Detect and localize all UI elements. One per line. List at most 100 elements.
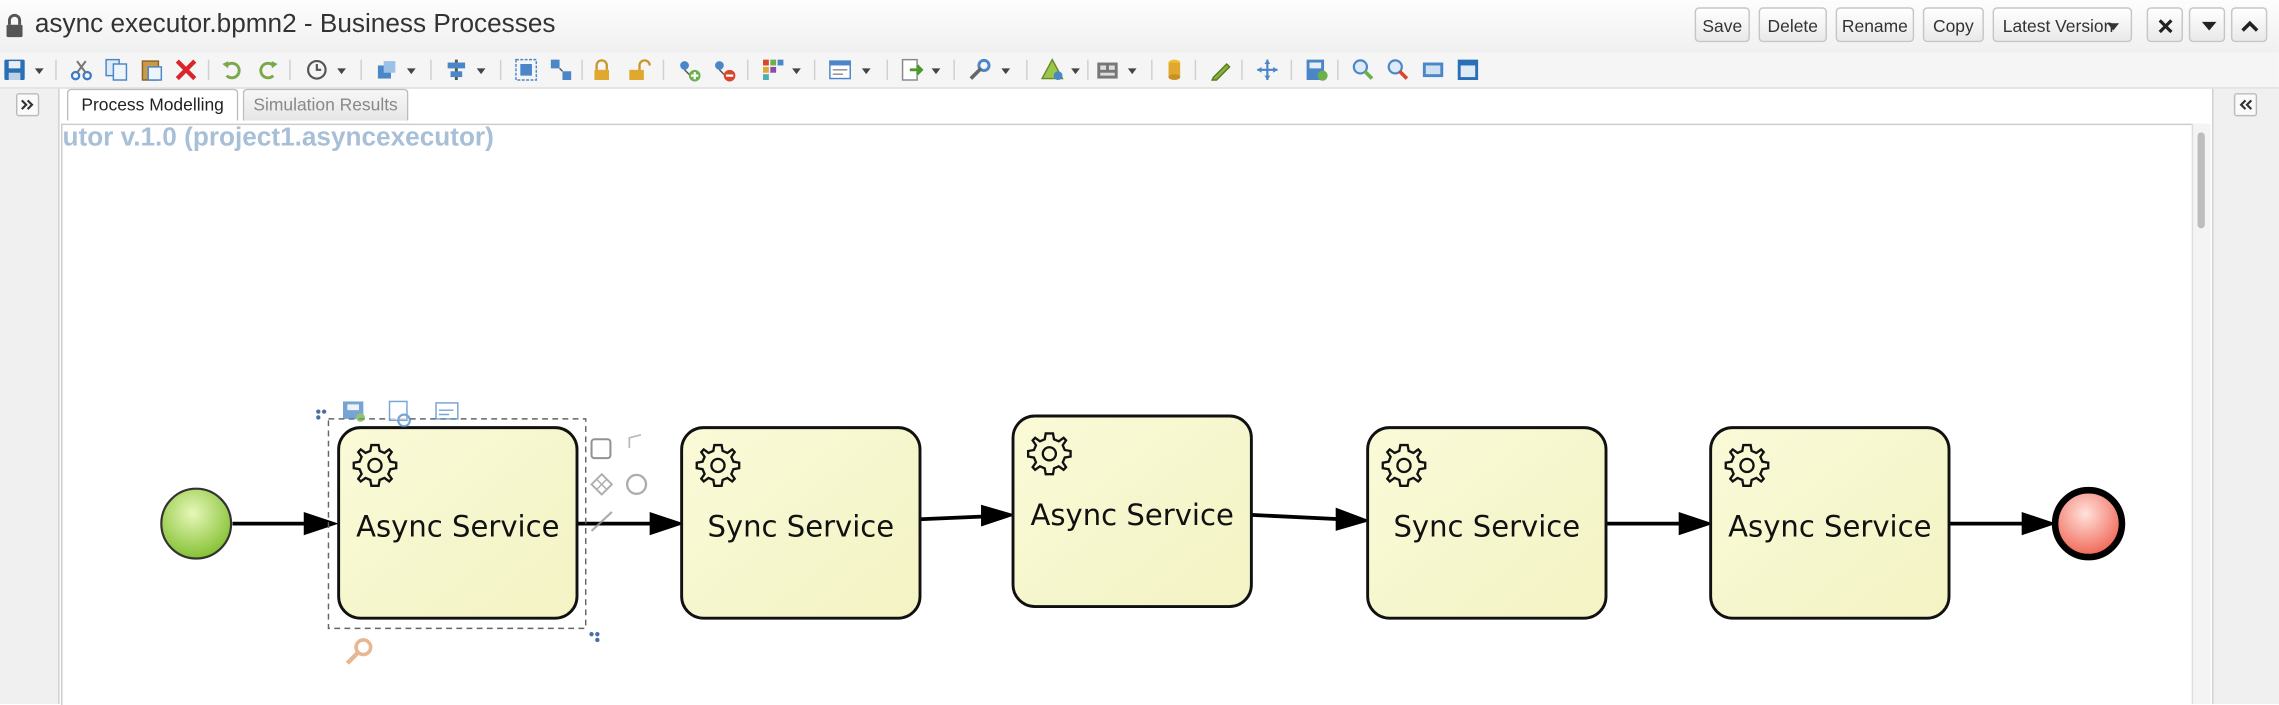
toolbar-separator — [1026, 59, 1028, 80]
properties-dropdown-caret[interactable] — [861, 68, 871, 75]
validate-icon[interactable] — [1040, 58, 1064, 81]
chevron-up-icon — [2241, 20, 2259, 32]
zoom-in-icon[interactable] — [1352, 58, 1375, 81]
close-button[interactable] — [2146, 7, 2184, 43]
layout-icon[interactable] — [1096, 58, 1119, 81]
paste-icon[interactable] — [140, 58, 163, 81]
vertical-scrollbar[interactable] — [2191, 123, 2211, 704]
align-icon[interactable] — [445, 58, 468, 81]
double-chevron-left-icon — [2239, 99, 2253, 110]
save-dropdown-caret[interactable] — [34, 68, 44, 75]
ungroup-icon[interactable] — [549, 58, 572, 81]
save-icon[interactable] — [3, 58, 26, 81]
toolbar-separator — [1337, 59, 1339, 80]
task-label: Async Service — [1030, 497, 1234, 533]
database-icon[interactable] — [1163, 58, 1186, 81]
close-icon — [2158, 19, 2173, 34]
toolbar-separator — [1290, 59, 1293, 80]
selection-box — [327, 418, 587, 630]
shapes-dropdown-caret[interactable] — [406, 68, 416, 75]
toolbar-separator — [813, 59, 816, 80]
toolbar-separator — [1241, 59, 1243, 80]
group-icon[interactable] — [515, 58, 538, 81]
cut-icon[interactable] — [70, 58, 93, 81]
caret-down-icon — [2107, 23, 2120, 31]
delete-button[interactable]: Delete — [1758, 7, 1827, 43]
save-button[interactable]: Save — [1694, 7, 1750, 43]
arrowhead — [981, 504, 1016, 527]
toolbar-separator — [289, 59, 291, 80]
history-icon[interactable] — [305, 58, 328, 81]
toolbar-separator — [886, 59, 889, 80]
maximize-button[interactable] — [2230, 7, 2268, 43]
task-label: Sync Service — [1393, 509, 1581, 544]
left-panel-strip — [0, 88, 60, 704]
tab-simulation-results[interactable]: Simulation Results — [242, 88, 409, 121]
selection-handles — [316, 409, 600, 643]
save-view-icon[interactable] — [1305, 58, 1328, 81]
toolbar-separator — [1087, 59, 1089, 80]
colors-icon[interactable] — [762, 58, 785, 81]
remove-node-icon[interactable] — [712, 58, 736, 82]
toolbar-separator — [953, 59, 955, 80]
diagram-title: utor v.1.0 (project1.asyncexecutor) — [62, 123, 494, 152]
tab-process-modelling[interactable]: Process Modelling — [66, 88, 239, 121]
zoom-fit-icon[interactable] — [1421, 58, 1444, 81]
delete-icon[interactable] — [174, 58, 197, 81]
toolbar-separator — [1151, 59, 1153, 80]
toolbar-separator — [55, 59, 57, 80]
move-icon[interactable] — [1256, 58, 1279, 81]
pencil-icon[interactable] — [1209, 58, 1232, 81]
expand-left-panel-button[interactable] — [15, 93, 40, 117]
lock-icon[interactable] — [590, 58, 613, 81]
bpmn-diagram — [160, 400, 2126, 665]
arrowhead — [1335, 507, 1371, 531]
shapes-icon[interactable] — [375, 58, 398, 81]
expand-right-panel-button[interactable] — [2233, 93, 2258, 117]
toolbar-separator — [360, 59, 362, 80]
unlock-icon[interactable] — [628, 58, 651, 81]
toolbar-separator — [1194, 59, 1197, 80]
service-task[interactable] — [1366, 426, 1608, 620]
add-node-icon[interactable] — [677, 58, 701, 82]
service-task[interactable] — [1011, 414, 1253, 608]
task-shape-icon — [590, 438, 612, 460]
arrowhead — [649, 511, 685, 536]
fullscreen-icon[interactable] — [1456, 58, 1479, 81]
toolbar-separator — [662, 59, 665, 80]
copy-button[interactable]: Copy — [1922, 7, 1984, 43]
service-task[interactable] — [337, 426, 579, 620]
caret-down-icon — [2201, 21, 2217, 31]
scrollbar-thumb[interactable] — [2197, 132, 2205, 229]
arrowhead — [303, 511, 339, 536]
tools-dropdown-caret[interactable] — [1001, 68, 1011, 75]
align-dropdown-caret[interactable] — [476, 68, 486, 75]
end-event[interactable] — [2051, 486, 2126, 561]
layout-dropdown-caret[interactable] — [1127, 68, 1137, 75]
service-task[interactable] — [1709, 426, 1951, 620]
connector-icon — [590, 511, 613, 532]
copy-icon[interactable] — [105, 58, 128, 81]
version-label: Latest Version — [2002, 15, 2114, 37]
rename-button[interactable]: Rename — [1835, 7, 1915, 43]
validate-dropdown-caret[interactable] — [1071, 68, 1080, 75]
colors-dropdown-caret[interactable] — [792, 68, 801, 75]
start-event[interactable] — [160, 487, 233, 560]
service-task[interactable] — [680, 426, 922, 620]
redo-icon[interactable] — [256, 58, 279, 81]
tools-icon[interactable] — [968, 58, 991, 81]
menu-button[interactable] — [2188, 7, 2226, 43]
zoom-out-icon[interactable] — [1387, 58, 1410, 81]
context-toolbar-top — [343, 400, 459, 428]
undo-icon[interactable] — [221, 58, 244, 81]
title-bar: async executor.bpmn2 - Business Processe… — [0, 0, 2279, 54]
export-dropdown-caret[interactable] — [931, 68, 941, 75]
history-dropdown-caret[interactable] — [337, 68, 346, 75]
properties-icon[interactable] — [828, 58, 851, 81]
version-dropdown[interactable]: Latest Version — [1992, 7, 2133, 43]
event-icon — [625, 473, 648, 495]
toolbar-separator — [430, 59, 432, 80]
export-icon[interactable] — [901, 58, 924, 81]
process-canvas[interactable]: utor v.1.0 (project1.asyncexecutor) — [61, 123, 2194, 705]
arrowhead — [2021, 511, 2057, 536]
